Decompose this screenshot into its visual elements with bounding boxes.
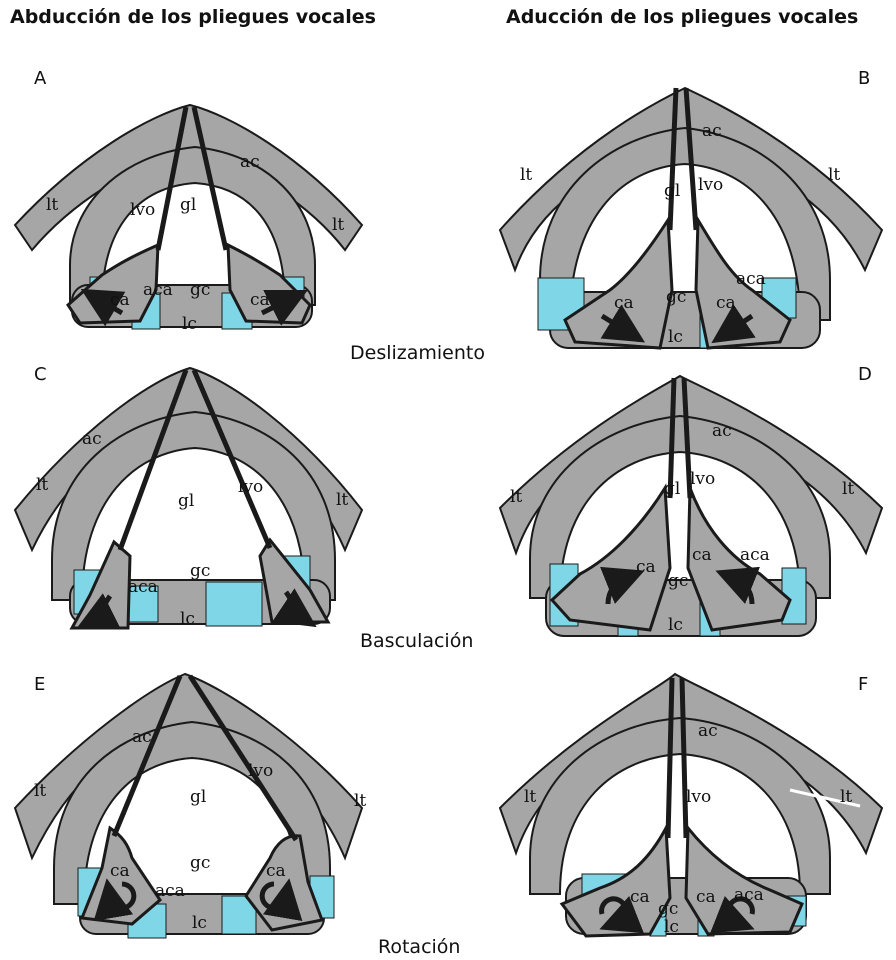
panel-c-abduction-tilting: lt lt ac lvo gl aca gc lc xyxy=(10,360,366,635)
label-gc: gc xyxy=(190,561,210,581)
label-lc: lc xyxy=(192,913,207,933)
label-lt-right: lt xyxy=(354,791,366,811)
label-ca-left: ca xyxy=(630,887,650,907)
label-aca: aca xyxy=(128,577,158,597)
label-lvo: lvo xyxy=(248,761,273,781)
label-lc: lc xyxy=(664,917,679,937)
label-ac: ac xyxy=(702,121,722,141)
panel-letter-a: A xyxy=(34,68,46,89)
label-lt-left: lt xyxy=(510,487,522,507)
label-aca: aca xyxy=(736,269,766,289)
label-ca-left: ca xyxy=(110,861,130,881)
label-aca: aca xyxy=(143,280,173,300)
mechanism-label-sliding: Deslizamiento xyxy=(350,342,485,364)
label-lvo: lvo xyxy=(698,175,723,195)
label-ca-right: ca xyxy=(716,293,736,313)
label-lt-right: lt xyxy=(336,490,348,510)
muscle-right-inner xyxy=(206,582,262,626)
label-gc: gc xyxy=(658,899,678,919)
abduction-column-title: Abducción de los pliegues vocales xyxy=(10,6,376,28)
label-ca-right: ca xyxy=(250,290,270,310)
label-lt-left: lt xyxy=(46,195,58,215)
label-gc: gc xyxy=(666,287,686,307)
label-gl: gl xyxy=(664,181,680,201)
label-aca: aca xyxy=(155,881,185,901)
label-ca-right: ca xyxy=(692,545,712,565)
label-lt-left: lt xyxy=(520,165,532,185)
label-lc: lc xyxy=(668,615,683,635)
mechanism-label-tilting: Basculación xyxy=(360,630,473,652)
label-lt-right: lt xyxy=(842,479,854,499)
label-ca-left: ca xyxy=(110,290,130,310)
label-gl: gl xyxy=(664,479,680,499)
mechanism-label-rotation: Rotación xyxy=(378,936,460,958)
label-ac: ac xyxy=(698,721,718,741)
label-gc: gc xyxy=(190,853,210,873)
label-ca-left: ca xyxy=(614,293,634,313)
label-gc: gc xyxy=(668,571,688,591)
panel-a-abduction-sliding: lt lt ac lvo gl ca ca aca gc lc xyxy=(10,95,366,345)
label-lc: lc xyxy=(182,314,197,334)
label-lt-left: lt xyxy=(36,475,48,495)
label-gl: gl xyxy=(178,491,194,511)
label-lc: lc xyxy=(180,609,195,629)
label-lt-right: lt xyxy=(828,165,840,185)
label-aca: aca xyxy=(740,545,770,565)
label-ca-left: ca xyxy=(636,557,656,577)
label-aca: aca xyxy=(734,885,764,905)
label-lt-right: lt xyxy=(332,215,344,235)
label-ac: ac xyxy=(82,429,102,449)
label-lvo: lvo xyxy=(690,469,715,489)
label-gl: gl xyxy=(180,195,196,215)
label-ca-right: ca xyxy=(266,861,286,881)
label-lt-left: lt xyxy=(34,781,46,801)
label-ca-right: ca xyxy=(696,887,716,907)
label-lc: lc xyxy=(668,327,683,347)
label-gc: gc xyxy=(190,280,210,300)
label-ac: ac xyxy=(132,727,152,747)
label-lt-right: lt xyxy=(840,787,852,807)
panel-f-adduction-rotation: lt lt ac lvo ca ca aca gc lc xyxy=(490,668,890,943)
panel-d-adduction-tilting: lt lt ac lvo gl ca ca aca gc lc xyxy=(490,368,890,643)
label-lvo: lvo xyxy=(686,787,711,807)
adduction-column-title: Aducción de los pliegues vocales xyxy=(506,6,858,28)
label-lvo: lvo xyxy=(238,477,263,497)
label-lvo: lvo xyxy=(130,200,155,220)
label-ac: ac xyxy=(240,152,260,172)
panel-e-abduction-rotation: lt lt ac lvo gl ca ca aca gc lc xyxy=(10,668,366,943)
label-gl: gl xyxy=(190,787,206,807)
label-lt-left: lt xyxy=(524,787,536,807)
label-ac: ac xyxy=(712,421,732,441)
panel-b-adduction-sliding: lt lt ac lvo gl ca ca aca gc lc xyxy=(490,80,890,360)
